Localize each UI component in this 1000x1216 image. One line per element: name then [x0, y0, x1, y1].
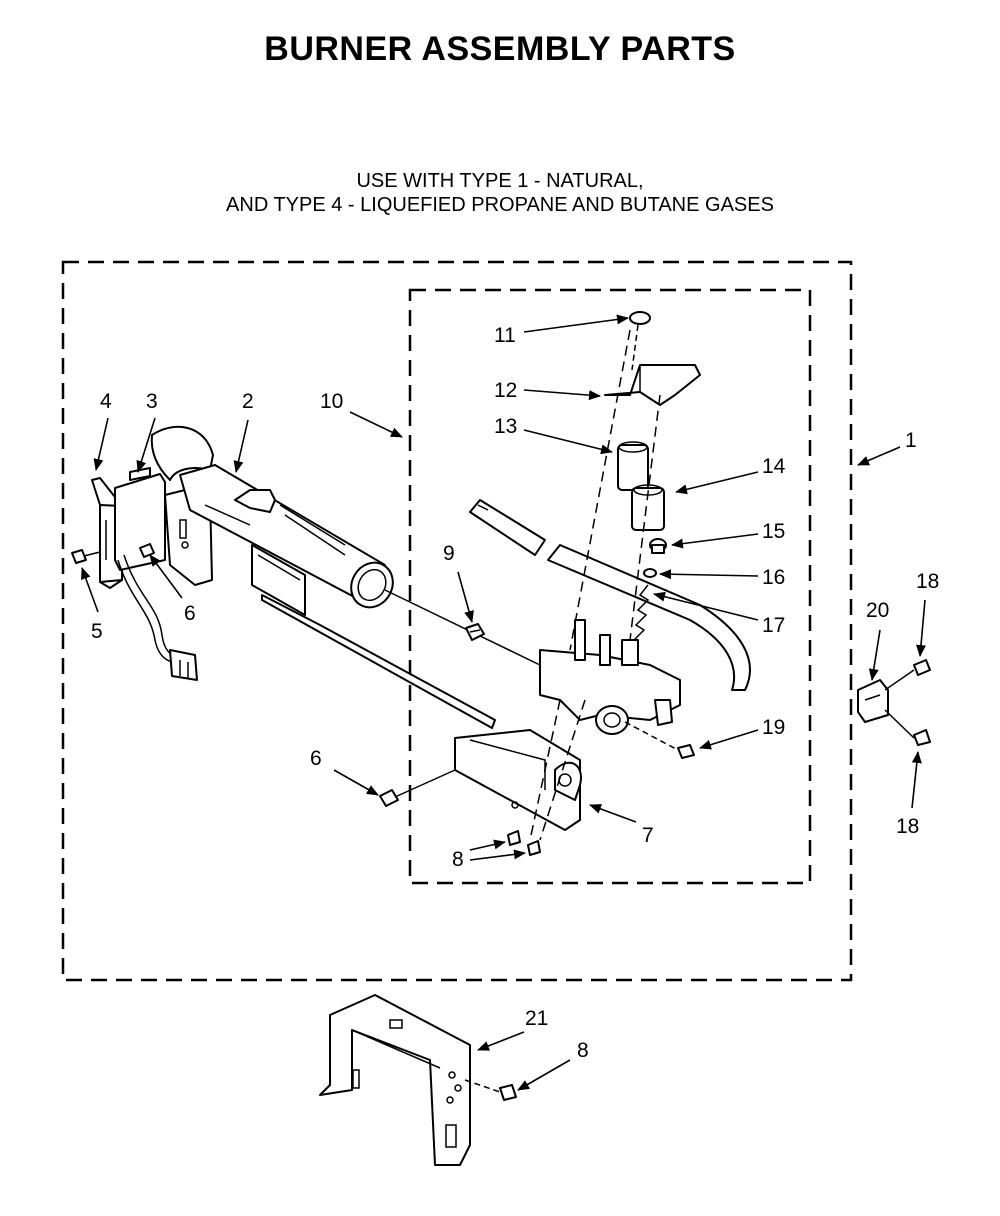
callout-18-lower: 18 [896, 815, 919, 838]
burner-tube-part-2 [150, 425, 394, 609]
inner-assembly-boundary [408, 288, 812, 885]
screw-part-5 [71, 549, 101, 564]
callout-3: 3 [146, 390, 158, 413]
base-bracket-part-21 [319, 994, 471, 1166]
bracket-part-7 [454, 729, 582, 831]
callout-8-lower: 8 [452, 848, 464, 871]
gas-valve-body [539, 619, 681, 735]
callout-14: 14 [762, 455, 786, 478]
ignitor-part-3 [114, 467, 166, 571]
callout-16: 16 [762, 566, 785, 589]
callout-18-upper: 18 [916, 570, 939, 593]
callout-5: 5 [91, 620, 103, 643]
coil-cover-part-12 [604, 364, 701, 406]
callout-labels: 1 2 3 4 5 6 6 7 8 8 9 10 11 12 13 14 15 … [91, 324, 939, 1062]
orifice-part-9 [465, 623, 485, 641]
wire-harness [117, 554, 198, 681]
screw-part-6-upper [139, 543, 155, 558]
callout-13: 13 [494, 415, 517, 438]
cap-part-15 [649, 538, 667, 554]
coil-part-13 [617, 441, 649, 491]
screws-part-18 [884, 659, 931, 746]
callout-11: 11 [494, 324, 516, 347]
callout-15: 15 [762, 520, 785, 543]
callout-arrows [81, 314, 926, 1091]
callout-8-base: 8 [577, 1039, 589, 1062]
callout-4: 4 [100, 390, 112, 413]
callout-19: 19 [762, 716, 785, 739]
callout-6-upper: 6 [184, 602, 196, 625]
subtitle-line-2: AND TYPE 4 - LIQUEFIED PROPANE AND BUTAN… [226, 194, 774, 216]
page-title: BURNER ASSEMBLY PARTS [264, 30, 736, 68]
outer-assembly-boundary [61, 260, 853, 982]
screw-part-11 [629, 311, 651, 371]
callout-10: 10 [320, 390, 343, 413]
parts-drawing [71, 311, 931, 1166]
screws-part-8 [507, 830, 541, 856]
nut-part-19 [624, 721, 695, 759]
callout-9: 9 [443, 542, 455, 565]
callout-6-lower: 6 [310, 747, 322, 770]
callout-2: 2 [242, 390, 254, 413]
subtitle-line-1: USE WITH TYPE 1 - NATURAL, [356, 170, 644, 192]
screw-part-6-lower [379, 769, 456, 807]
callout-1: 1 [905, 429, 917, 452]
fitting-part-16 [643, 568, 657, 578]
bracket-part-20 [857, 679, 889, 723]
screw-part-8-base [464, 1079, 517, 1101]
callout-17: 17 [762, 614, 785, 637]
callout-7: 7 [642, 824, 654, 847]
heat-shield-plate [251, 544, 496, 729]
callout-21: 21 [525, 1007, 548, 1030]
spring-part-17 [633, 584, 650, 641]
gas-line-tube [469, 499, 751, 691]
coil-part-14 [631, 484, 665, 531]
callout-12: 12 [494, 379, 517, 402]
callout-20: 20 [866, 599, 889, 622]
